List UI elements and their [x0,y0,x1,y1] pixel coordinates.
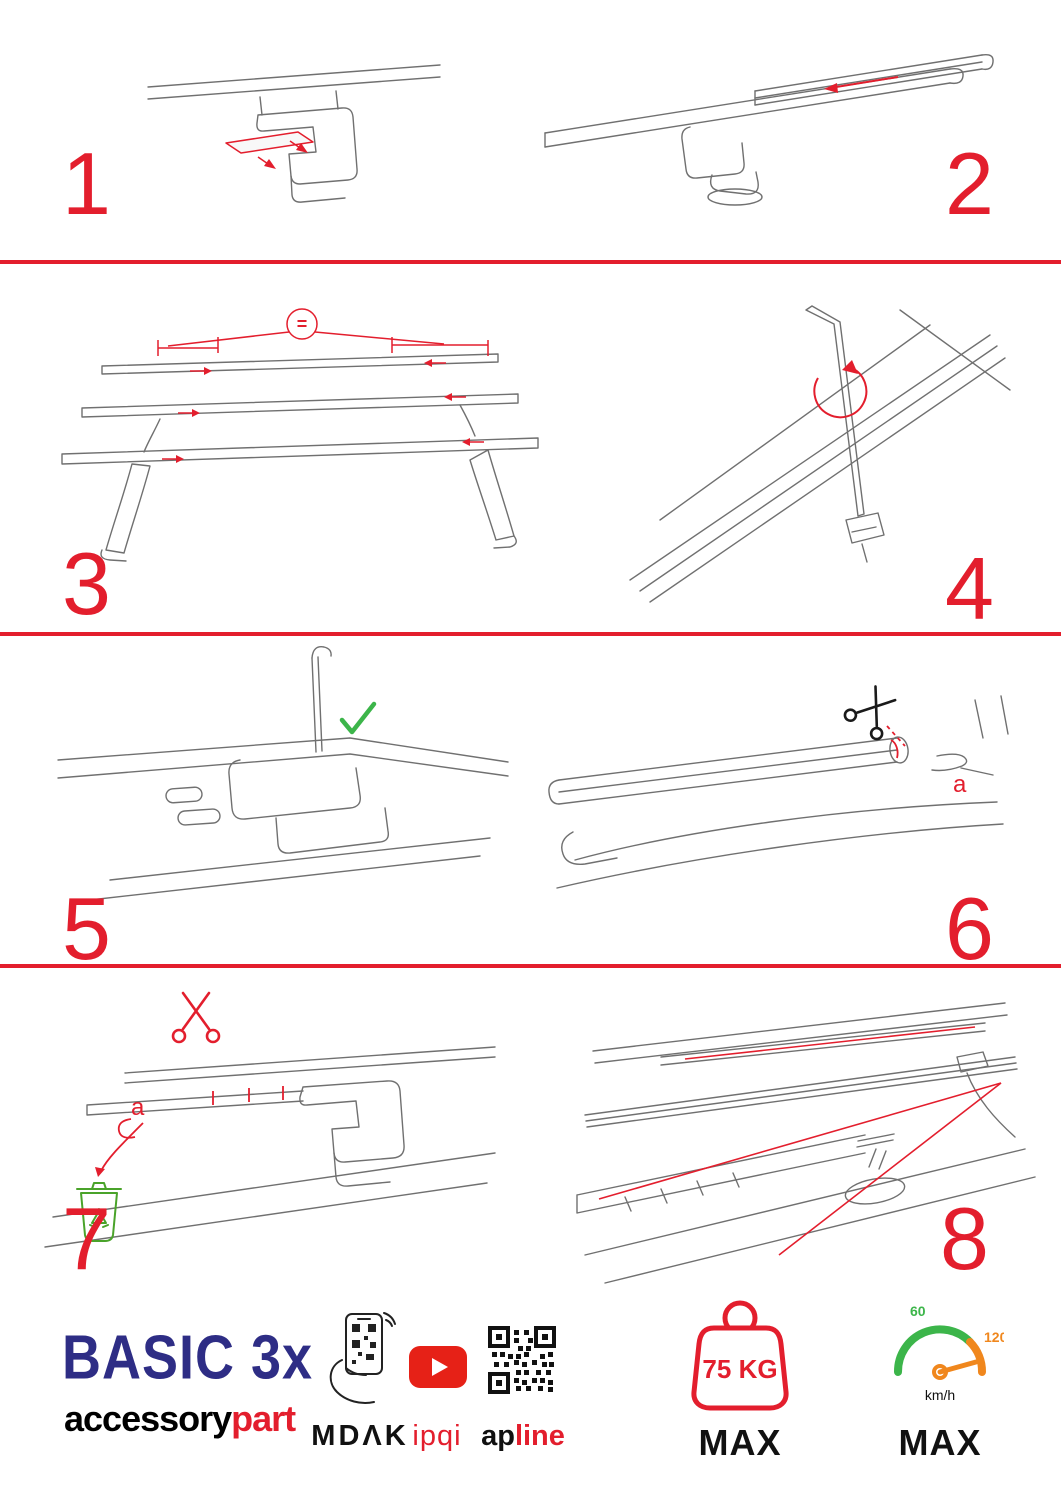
step-5-panel [50,640,520,912]
weight-limit-value: 75 KG [702,1354,777,1384]
step-7-illustration: a [35,985,515,1280]
step-4-panel [600,280,1020,625]
insert-arrow-icon [264,159,276,169]
step-7-number: 7 [62,1189,111,1288]
speed-max-label: MAX [898,1422,982,1463]
cut-part-label: a [953,771,967,798]
section-divider [0,964,1061,968]
speed-tick-low: 60 [910,1303,926,1319]
step-3-panel: = [40,282,560,587]
qr-brand-label: apline [470,1420,576,1453]
equal-spacing-symbol: = [297,314,308,334]
rotate-arrow-icon [842,360,858,374]
speed-unit-label: km/h [925,1387,955,1403]
check-icon [342,704,374,732]
speedometer-icon: 60 120 km/h [893,1303,1004,1403]
step-8-number: 8 [940,1189,989,1288]
step-5-number: 5 [62,879,111,978]
brand-wordmark-prefix: accessory [64,1398,232,1439]
section-divider [0,632,1061,636]
step-3-number: 3 [62,534,111,633]
step-1-number: 1 [62,134,111,233]
qr-brand-prefix: ap [481,1420,515,1452]
section-divider [0,260,1061,264]
scissors-icon [173,993,219,1042]
step-2-panel [530,25,1000,235]
youtube-icon [409,1346,467,1388]
step-2-illustration [530,25,1000,235]
scissors-icon [843,681,903,741]
product-name: BASIC 3x [62,1323,314,1393]
step-3-illustration: = [40,282,560,587]
insert-arrow-icon [296,143,308,153]
step-4-number: 4 [945,539,994,638]
step-2-number: 2 [945,134,994,233]
weight-max-label: MAX [698,1422,782,1463]
slide-arrow-icon [824,83,838,93]
step-6-number: 6 [945,879,994,978]
qr-brand-suffix: line [514,1420,565,1452]
phone-qr-app-icon [329,1312,396,1404]
speed-tick-high: 120 [984,1329,1004,1345]
step-8-panel [565,985,1045,1285]
step-4-illustration [600,280,1020,625]
step-6-panel: a [545,680,1015,922]
max-weight-icon: 75 KG [691,1300,789,1411]
cut-part-label: a [131,1094,145,1121]
brand-wordmark: accessorypart [64,1398,296,1440]
step-6-illustration: a [545,680,1015,922]
step-7-panel: a [35,985,515,1280]
step-1-illustration [140,35,450,240]
brand-wordmark-suffix: part [231,1398,296,1439]
step-1-panel [140,35,450,240]
recycle-bin-icon [77,1183,121,1241]
app-brand-label: MDΛK [311,1420,409,1452]
step-8-illustration [565,985,1045,1285]
qr-code-icon [488,1326,556,1394]
step-5-illustration [50,640,520,912]
video-brand-label: ipqi [412,1420,462,1452]
